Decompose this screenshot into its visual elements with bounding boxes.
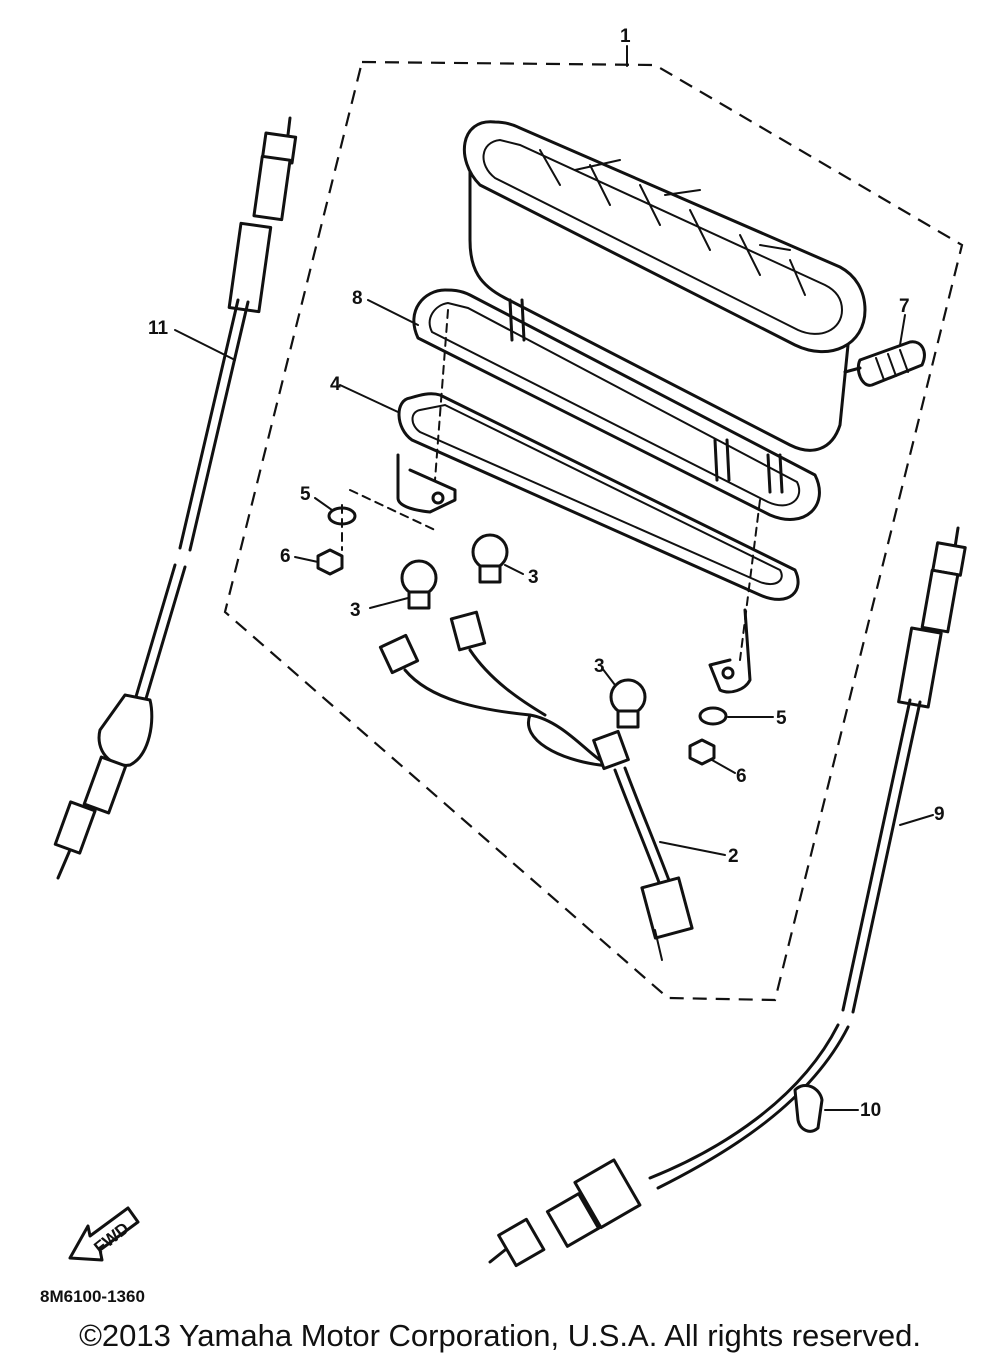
callout-label-8: 8 (352, 288, 363, 309)
callout-label-10: 10 (860, 1100, 881, 1121)
callout-label-6-a: 6 (280, 546, 291, 567)
nut-part-6-a (316, 548, 344, 576)
callout-label-3-c: 3 (594, 656, 605, 677)
callout-label-2: 2 (728, 846, 739, 867)
cable-part-9 (488, 526, 967, 1268)
callout-label-6-b: 6 (736, 766, 747, 787)
bulb-part-3-b (471, 533, 509, 584)
callout-label-3-b: 3 (350, 600, 361, 621)
callout-label-3-a: 3 (528, 567, 539, 588)
wire-harness-part-2 (378, 610, 694, 961)
callout-label-11: 11 (148, 318, 169, 339)
cable-part-11 (53, 116, 298, 880)
meter-assembly-part-1 (463, 120, 926, 494)
callout-label-5-a: 5 (300, 484, 311, 505)
bracket-part-4 (396, 392, 800, 694)
callout-label-5-b: 5 (776, 708, 787, 729)
nut-part-6-b (688, 738, 716, 766)
drawing-code: 8M6100-1360 (40, 1287, 145, 1306)
copyright-notice: ©2013 Yamaha Motor Corporation, U.S.A. A… (79, 1318, 921, 1353)
forward-arrow-icon: FWD (68, 1206, 140, 1262)
leader-lines (174, 299, 934, 1111)
clamp-part-10 (793, 1084, 824, 1133)
assembly-boundary (223, 60, 964, 1002)
bulb-part-3-a (400, 559, 438, 610)
callout-label-7: 7 (899, 296, 910, 317)
callout-label-1: 1 (620, 26, 631, 47)
callout-label-4: 4 (330, 374, 341, 395)
washer-part-5-b (698, 706, 728, 726)
gasket-part-8 (412, 288, 821, 521)
bulb-part-3-c (609, 678, 647, 729)
callout-label-9: 9 (934, 804, 945, 825)
